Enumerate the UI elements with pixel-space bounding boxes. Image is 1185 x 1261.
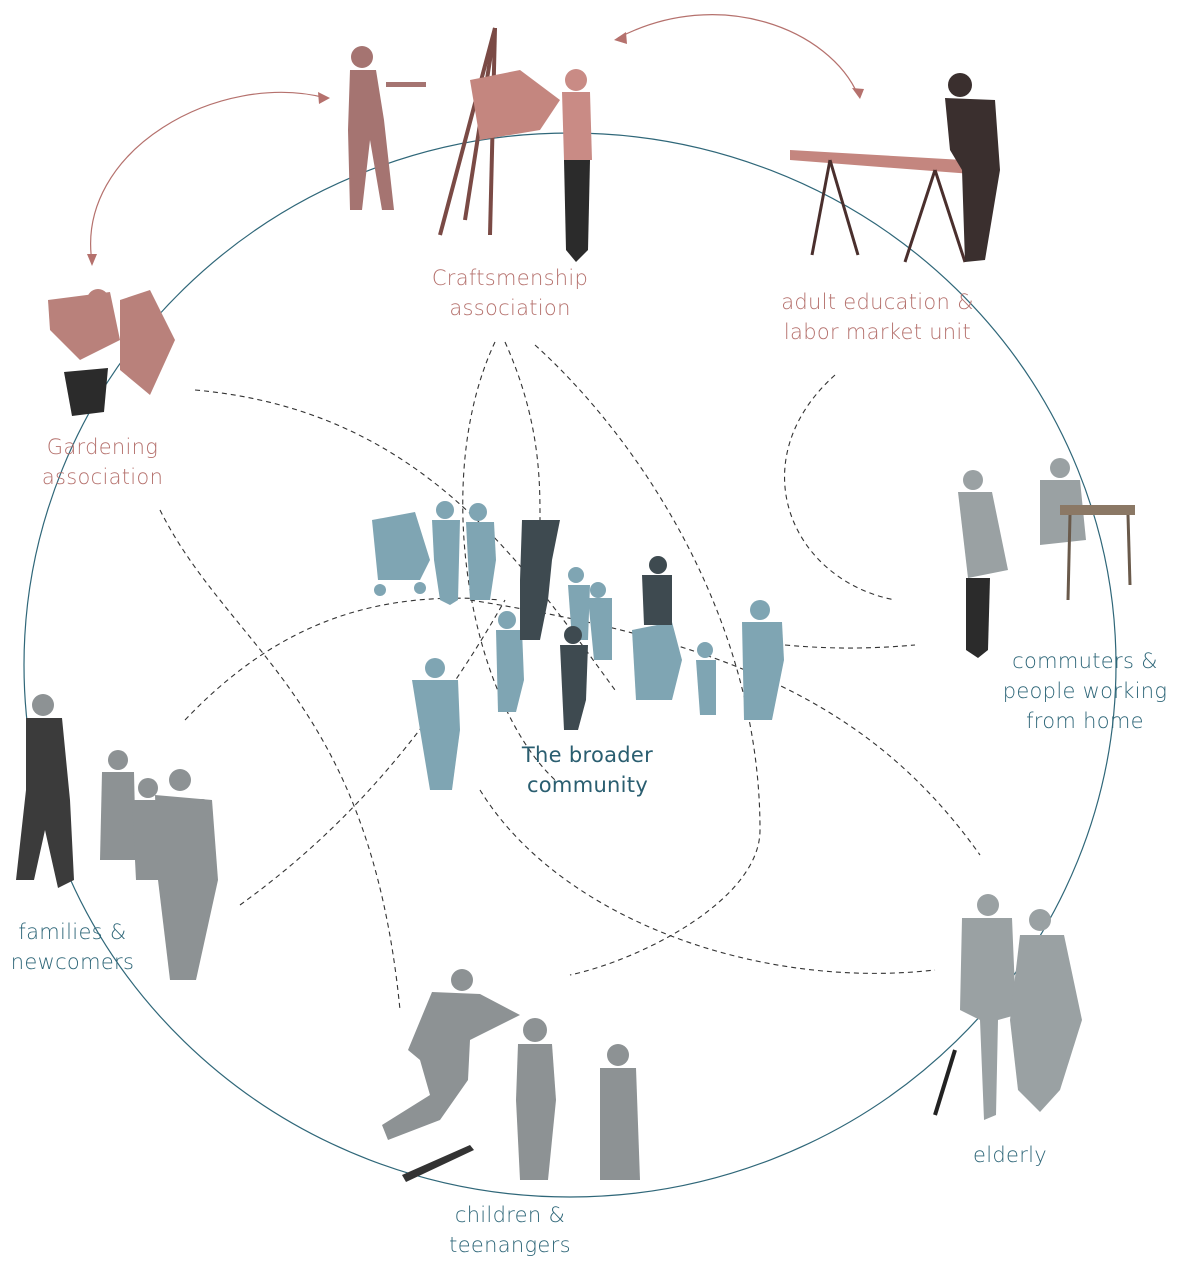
elderly-line1: elderly <box>972 1143 1047 1167</box>
arrow-head-icon <box>318 92 330 104</box>
children-line2: teenangers <box>449 1233 571 1257</box>
label-children: children & teenangers <box>420 1200 600 1260</box>
crowd-figures-icon <box>372 501 784 790</box>
craftsmanship-line1: Craftsmenship <box>431 266 589 290</box>
families-line1: families & <box>18 920 127 944</box>
label-families: families & newcomers <box>0 917 145 977</box>
craftsmanship-line2: association <box>449 296 571 320</box>
arrow-head-icon <box>87 254 97 266</box>
arrow-head-icon <box>852 88 864 99</box>
woman-at-desk-icon <box>958 458 1135 658</box>
commuters-line3: from home <box>1026 709 1144 733</box>
arrow-head-icon <box>614 32 627 44</box>
commuters-line2: people working <box>1002 679 1168 703</box>
worker-at-table-icon <box>790 73 1000 263</box>
children-playing-icon <box>382 969 640 1182</box>
dashed-connections <box>159 341 981 1011</box>
label-adult-education: adult education & labor market unit <box>760 287 995 347</box>
adult-education-line1: adult education & <box>781 290 974 314</box>
label-elderly: elderly <box>950 1140 1070 1170</box>
children-line1: children & <box>454 1203 566 1227</box>
label-commuters: commuters & people working from home <box>990 646 1180 736</box>
gardening-line2: association <box>41 465 164 489</box>
artists-with-easel-icon <box>348 27 592 262</box>
arrow-gardening-craft <box>90 91 327 263</box>
community-line2: community <box>526 773 649 797</box>
families-line2: newcomers <box>10 950 135 974</box>
gardening-line1: Gardening <box>46 435 159 459</box>
arrow-craft-education <box>617 14 859 96</box>
gardener-with-plant-icon <box>48 289 175 416</box>
label-gardening: Gardening association <box>20 432 185 492</box>
family-walking-icon <box>16 694 218 980</box>
label-broader-community: The broader community <box>490 740 685 800</box>
adult-education-line2: labor market unit <box>783 320 972 344</box>
association-arrows <box>90 14 859 263</box>
community-line1: The broader <box>521 743 654 767</box>
label-craftsmanship: Craftsmenship association <box>400 263 620 323</box>
elderly-couple-icon <box>933 894 1082 1120</box>
commuters-line1: commuters & <box>1012 649 1158 673</box>
